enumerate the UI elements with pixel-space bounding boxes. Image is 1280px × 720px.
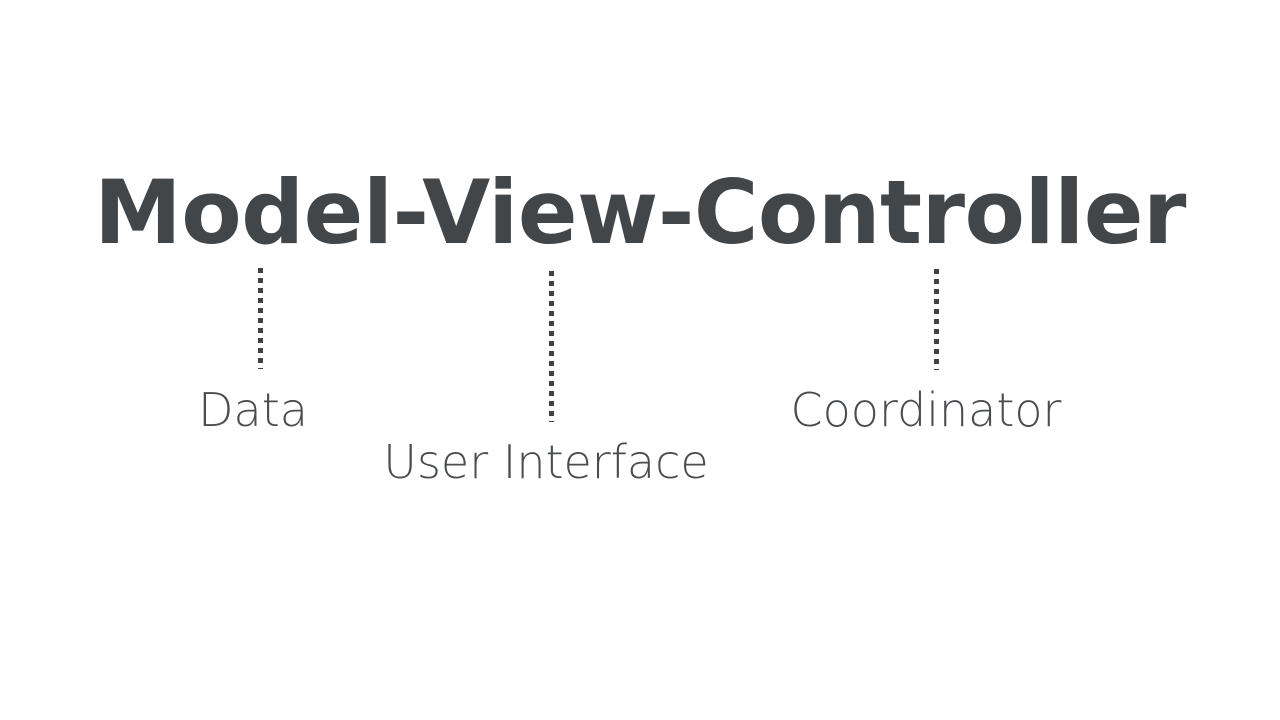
label-controller-coordinator: Coordinator [790,383,1062,437]
label-model-data: Data [198,383,308,437]
connector-line-model [258,268,263,369]
connector-line-view [549,271,554,422]
label-view-user-interface: User Interface [383,435,709,489]
connector-line-controller [934,269,939,370]
page-title: Model-View-Controller [94,161,1186,264]
